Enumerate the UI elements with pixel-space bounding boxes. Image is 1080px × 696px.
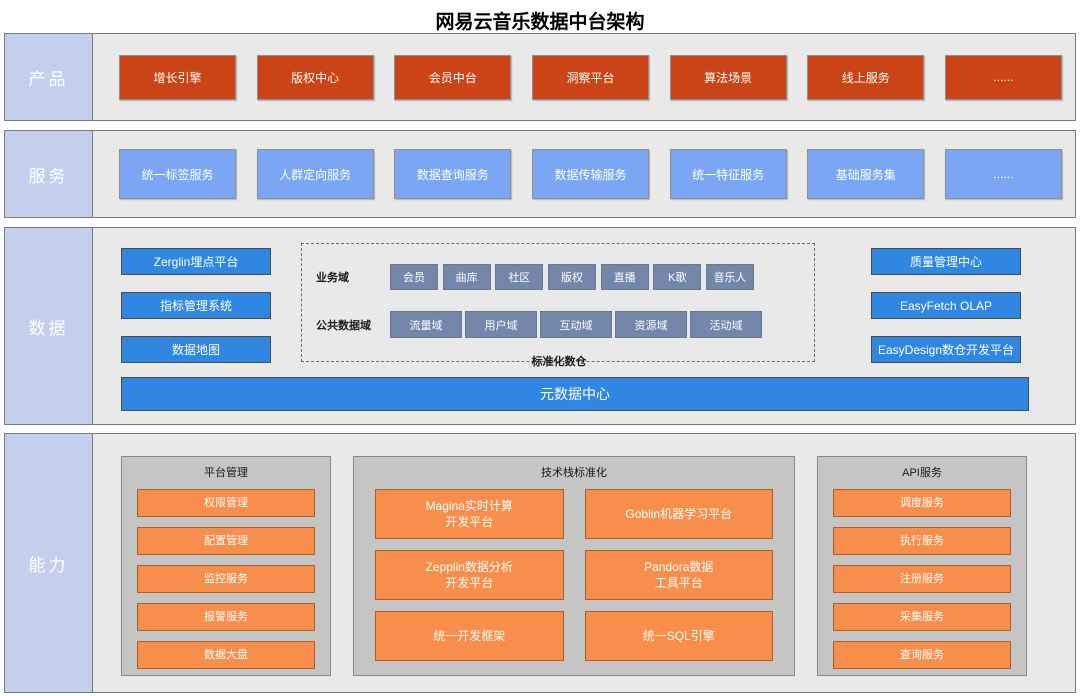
capability-box: Zepplin数据分析 开发平台 xyxy=(375,550,564,600)
domain-box: 流量域 xyxy=(390,311,462,338)
capability-box: Magina实时计算 开发平台 xyxy=(375,489,564,539)
group-title: 技术栈标准化 xyxy=(541,467,607,479)
band-product: 产品 增长引擎 版权中心 会员中台 洞察平台 算法场景 线上服务 ...... xyxy=(4,33,1076,121)
domain-box: 版权 xyxy=(547,264,596,290)
domain-box: 社区 xyxy=(495,264,544,290)
common-domain-label: 公共数据域 xyxy=(316,319,371,332)
data-platform-box: Zerglin埋点平台 xyxy=(121,248,271,275)
data-left-column: Zerglin埋点平台 指标管理系统 数据地图 xyxy=(121,248,271,363)
group-title: API服务 xyxy=(902,467,942,479)
capability-box: 报警服务 xyxy=(137,603,315,631)
band-label-product: 产品 xyxy=(5,34,93,120)
business-domain-label: 业务域 xyxy=(316,272,349,284)
capability-box: 统一SQL引擎 xyxy=(584,611,773,661)
data-platform-box: 指标管理系统 xyxy=(121,292,271,319)
group-tech-stack-standardization: 技术栈标准化 Magina实时计算 开发平台 Goblin机器学习平台 Zepp… xyxy=(353,456,795,676)
group-items: Magina实时计算 开发平台 Goblin机器学习平台 Zepplin数据分析… xyxy=(375,489,773,661)
capability-box: 配置管理 xyxy=(137,527,315,555)
common-domain-boxes: 流量域 用户域 互动域 资源域 活动域 xyxy=(390,311,802,338)
service-box: 人群定向服务 xyxy=(256,149,374,199)
capability-box: 调度服务 xyxy=(833,489,1011,517)
capability-box: 统一开发框架 xyxy=(375,611,564,661)
common-domain-row: 公共数据域 流量域 用户域 互动域 资源域 活动域 xyxy=(316,311,802,338)
service-box: 统一特征服务 xyxy=(669,149,787,199)
band-service-content: 统一标签服务 人群定向服务 数据查询服务 数据传输服务 统一特征服务 基础服务集… xyxy=(93,131,1075,217)
capability-box: 注册服务 xyxy=(833,565,1011,593)
data-platform-box: EasyFetch OLAP xyxy=(871,292,1021,319)
domain-box: 直播 xyxy=(600,264,649,290)
standard-warehouse-box: 业务域 会员 曲库 社区 版权 直播 K歌 音乐人 公共数据域 流量域 xyxy=(301,243,815,368)
product-box: 算法场景 xyxy=(669,54,787,100)
data-right-column: 质量管理中心 EasyFetch OLAP EasyDesign数仓开发平台 xyxy=(871,248,1021,363)
domain-box: 会员 xyxy=(390,264,438,290)
business-domain-boxes: 会员 曲库 社区 版权 直播 K歌 音乐人 xyxy=(390,264,802,290)
data-platform-box: EasyDesign数仓开发平台 xyxy=(871,336,1021,363)
service-box: 数据传输服务 xyxy=(531,149,649,199)
band-product-content: 增长引擎 版权中心 会员中台 洞察平台 算法场景 线上服务 ...... xyxy=(93,34,1075,120)
domain-box: 用户域 xyxy=(465,311,537,338)
page-title: 网易云音乐数据中台架构 xyxy=(435,12,645,33)
domain-box: 活动域 xyxy=(690,311,762,338)
band-data: 数据 Zerglin埋点平台 指标管理系统 数据地图 业务域 会员 曲库 社区 … xyxy=(4,227,1076,425)
group-platform-management: 平台管理 权限管理 配置管理 监控服务 报警服务 数据大盘 xyxy=(121,456,331,676)
business-domain-row: 业务域 会员 曲库 社区 版权 直播 K歌 音乐人 xyxy=(316,264,802,290)
service-box: 数据查询服务 xyxy=(394,149,512,199)
capability-box: 数据大盘 xyxy=(137,641,315,669)
metadata-center-bar: 元数据中心 xyxy=(121,377,1029,411)
service-box-ellipsis: ...... xyxy=(944,149,1062,199)
capability-box: Goblin机器学习平台 xyxy=(584,489,773,539)
band-label-data: 数据 xyxy=(5,228,93,424)
capability-box: 监控服务 xyxy=(137,565,315,593)
capability-box: 查询服务 xyxy=(833,641,1011,669)
capability-box: 采集服务 xyxy=(833,603,1011,631)
data-platform-box: 数据地图 xyxy=(121,336,271,363)
band-capability: 能力 平台管理 权限管理 配置管理 监控服务 报警服务 数据大盘 技术栈标准化 … xyxy=(4,433,1076,693)
group-api-services: API服务 调度服务 执行服务 注册服务 采集服务 查询服务 xyxy=(817,456,1027,676)
capability-box: 执行服务 xyxy=(833,527,1011,555)
product-box: 增长引擎 xyxy=(119,54,236,100)
group-items: 调度服务 执行服务 注册服务 采集服务 查询服务 xyxy=(833,489,1011,669)
band-label-capability: 能力 xyxy=(5,434,93,692)
domain-box: 资源域 xyxy=(615,311,687,338)
capability-box: Pandora数据 工具平台 xyxy=(584,550,773,600)
data-platform-box: 质量管理中心 xyxy=(871,248,1021,275)
warehouse-caption: 标准化数仓 xyxy=(531,356,587,368)
band-service: 服务 统一标签服务 人群定向服务 数据查询服务 数据传输服务 统一特征服务 基础… xyxy=(4,130,1076,218)
band-capability-content: 平台管理 权限管理 配置管理 监控服务 报警服务 数据大盘 技术栈标准化 Mag… xyxy=(93,434,1075,692)
product-box: 线上服务 xyxy=(807,54,925,100)
group-title: 平台管理 xyxy=(204,467,248,479)
product-box: 会员中台 xyxy=(394,54,512,100)
band-data-content: Zerglin埋点平台 指标管理系统 数据地图 业务域 会员 曲库 社区 版权 … xyxy=(93,228,1075,424)
domain-box: 曲库 xyxy=(442,264,491,290)
domain-box: 音乐人 xyxy=(705,264,754,290)
service-box: 基础服务集 xyxy=(807,149,925,199)
product-box-ellipsis: ...... xyxy=(944,54,1062,100)
domain-box: K歌 xyxy=(653,264,702,290)
domain-box: 互动域 xyxy=(540,311,612,338)
band-label-service: 服务 xyxy=(5,131,93,217)
product-box: 版权中心 xyxy=(256,54,374,100)
group-items: 权限管理 配置管理 监控服务 报警服务 数据大盘 xyxy=(137,489,315,669)
capability-box: 权限管理 xyxy=(137,489,315,517)
product-box: 洞察平台 xyxy=(531,54,649,100)
service-box: 统一标签服务 xyxy=(119,149,236,199)
